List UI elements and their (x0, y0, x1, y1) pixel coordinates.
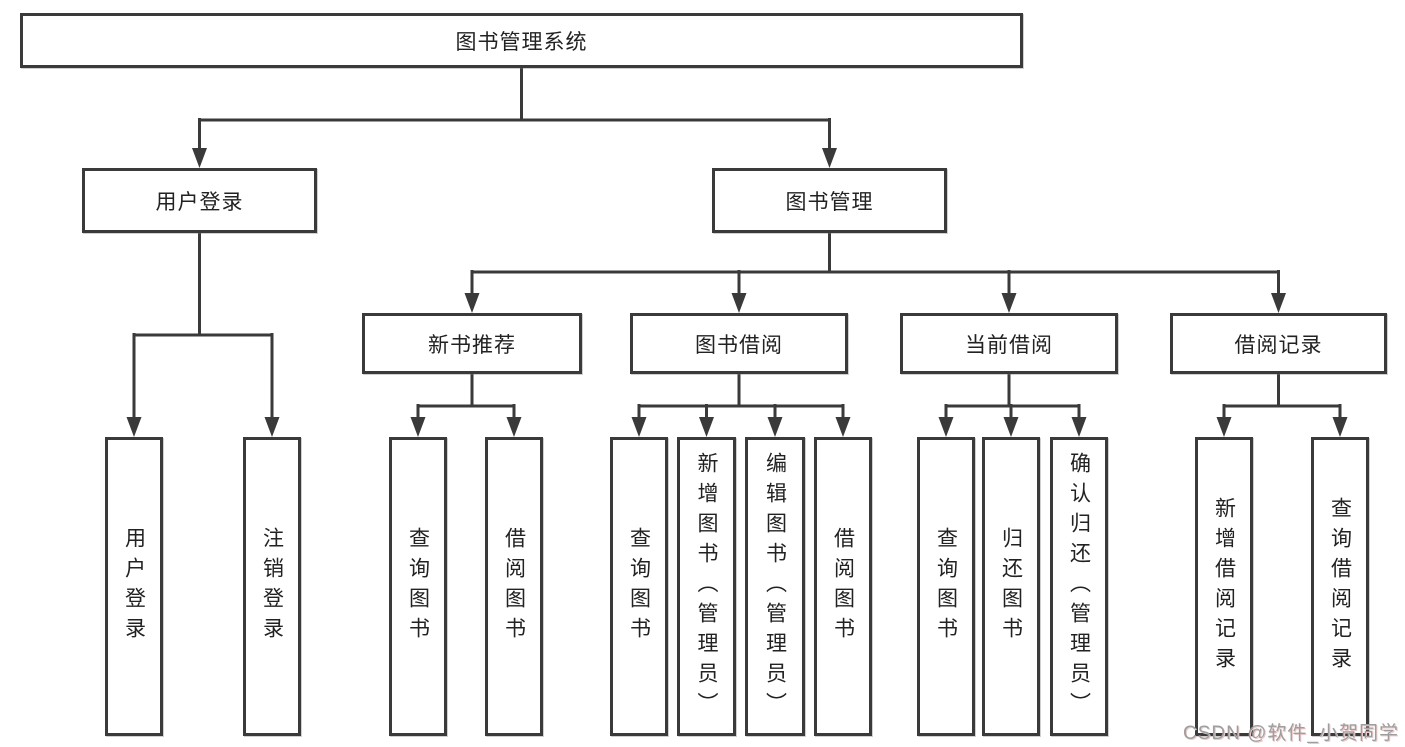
node-label: 借阅记录 (1234, 333, 1323, 357)
node-leaf-borrow-books-1: 借阅图书 (485, 437, 543, 736)
node-label: 查询图书 (934, 526, 958, 647)
node-label: 确认归还（管理员） (1067, 451, 1091, 722)
node-book-borrow: 图书借阅 (630, 313, 848, 374)
node-label: 查询借阅记录 (1328, 496, 1352, 677)
node-label: 借阅图书 (502, 526, 526, 647)
node-leaf-query-books-2: 查询图书 (610, 437, 668, 736)
node-leaf-edit-books-admin: 编辑图书（管理员） (745, 437, 805, 736)
node-user-login: 用户登录 (82, 168, 317, 233)
node-leaf-add-borrow-record: 新增借阅记录 (1195, 437, 1253, 736)
node-label: 查询图书 (406, 526, 430, 647)
node-label: 归还图书 (999, 526, 1023, 647)
node-label: 用户登录 (122, 526, 146, 647)
node-current-borrow: 当前借阅 (900, 313, 1118, 374)
node-label: 查询图书 (627, 526, 651, 647)
node-label: 新增借阅记录 (1212, 496, 1236, 677)
node-label: 编辑图书（管理员） (763, 451, 787, 722)
node-borrow-records: 借阅记录 (1170, 313, 1387, 374)
node-leaf-confirm-return-admin: 确认归还（管理员） (1050, 437, 1108, 736)
node-leaf-query-borrow-record: 查询借阅记录 (1311, 437, 1369, 736)
node-label: 注销登录 (260, 526, 284, 647)
node-leaf-return-books: 归还图书 (982, 437, 1040, 736)
node-label: 用户登录 (155, 190, 244, 214)
node-leaf-add-books-admin: 新增图书（管理员） (677, 437, 736, 736)
node-label: 借阅图书 (831, 526, 855, 647)
node-label: 当前借阅 (965, 333, 1053, 357)
node-new-book-recommend: 新书推荐 (362, 313, 582, 374)
node-label: 新书推荐 (428, 333, 516, 357)
node-label: 新增图书（管理员） (695, 451, 718, 722)
node-label: 图书借阅 (695, 333, 783, 357)
node-library-management-system: 图书管理系统 (20, 13, 1023, 68)
node-leaf-borrow-books-2: 借阅图书 (814, 437, 872, 736)
node-book-management: 图书管理 (712, 168, 947, 233)
node-leaf-user-login: 用户登录 (105, 437, 163, 736)
node-label: 图书管理 (785, 190, 874, 214)
csdn-watermark: CSDN @软件_小贺同学 (1183, 723, 1399, 744)
node-label: 图书管理系统 (455, 30, 588, 54)
node-leaf-query-books-1: 查询图书 (389, 437, 447, 736)
node-leaf-query-books-3: 查询图书 (917, 437, 975, 736)
node-leaf-logout: 注销登录 (243, 437, 301, 736)
